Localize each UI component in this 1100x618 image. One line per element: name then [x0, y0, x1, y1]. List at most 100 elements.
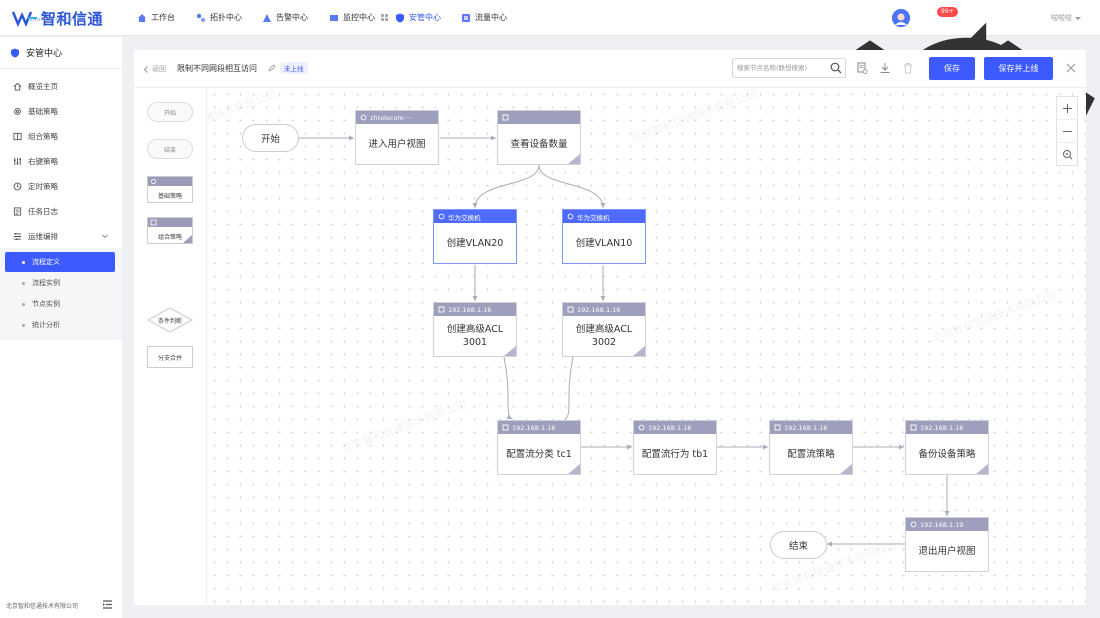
- corner-icon: [568, 464, 580, 474]
- flow-start-node[interactable]: 开始: [242, 124, 299, 152]
- flow-node-check-device-count[interactable]: 查看设备数量: [497, 110, 581, 165]
- flow-node-exit-user-view[interactable]: 192.168.1.19 退出用户视图: [905, 517, 989, 572]
- combo-icon: [502, 114, 509, 121]
- combo-icon: [567, 306, 574, 313]
- zoom-fit-icon: [1062, 150, 1072, 160]
- zoom-out-button[interactable]: [1057, 120, 1077, 143]
- trash-icon[interactable]: [902, 62, 914, 74]
- node-palette: 开始 结束 基础策略 组合策略 条件判断 分支合并: [134, 88, 207, 605]
- palette-end[interactable]: 结束: [147, 139, 193, 159]
- sidebar-item-rightclick-policy[interactable]: 右键策略: [0, 151, 122, 171]
- flow-node-backup-policy[interactable]: 192.168.1.16 备份设备策略: [905, 420, 989, 475]
- sidebar-subitem-flow-definition[interactable]: 流程定义: [5, 252, 115, 272]
- corner-icon: [183, 235, 192, 243]
- flow-end-node[interactable]: 结束: [770, 531, 827, 559]
- user-menu[interactable]: 啦啦啦: [1051, 13, 1081, 23]
- flow-editor: 返回 限制不同网段相互访问 未上线 保存 保存并上线 开始 结束 基础策略 组合…: [134, 50, 1086, 605]
- flow-node-create-acl-3002[interactable]: 192.168.1.16 创建高级ACL 3002: [562, 302, 646, 357]
- monitor-icon: [330, 14, 338, 21]
- gear-icon: [150, 178, 157, 185]
- flow-node-create-vlan10[interactable]: 华为交换机 创建VLAN10: [562, 209, 646, 264]
- gear-icon: [910, 521, 917, 528]
- document-settings-icon[interactable]: [856, 62, 868, 74]
- corner-icon: [976, 464, 988, 474]
- zoom-in-button[interactable]: [1057, 97, 1077, 120]
- corner-icon: [633, 346, 645, 356]
- sidebar-header: 安管中心: [0, 37, 122, 69]
- chevron-down-icon: [1075, 16, 1081, 20]
- save-publish-button[interactable]: 保存并上线: [984, 57, 1053, 80]
- combo-icon: [774, 424, 781, 431]
- gear-icon: [14, 107, 21, 115]
- brand-sub: ZHHTELECOM.COM: [30, 17, 77, 22]
- notification-badge: 99+: [937, 7, 958, 17]
- gear-icon: [638, 424, 645, 431]
- palette-start[interactable]: 开始: [147, 102, 193, 122]
- top-bar: 智和信通 ZHHTELECOM.COM 工作台 拓扑中心 告警中心 监控中心 安…: [0, 0, 1100, 301]
- palette-combo-policy[interactable]: 组合策略: [147, 217, 193, 244]
- sidebar-item-task-log[interactable]: 任务日志: [0, 201, 122, 221]
- combo-icon: [910, 424, 917, 431]
- nav-alarm[interactable]: 告警中心: [262, 12, 308, 23]
- alarm-icon: [263, 13, 271, 22]
- home-icon: [13, 82, 22, 91]
- apps-grid-icon[interactable]: [381, 14, 388, 21]
- watermark: 北京智和信通技术有限公司: [929, 287, 1059, 346]
- download-icon[interactable]: [879, 62, 891, 74]
- corner-icon: [568, 154, 580, 164]
- sidebar-item-combo-policy[interactable]: 组合策略: [0, 126, 122, 146]
- sidebar-item-basic-policy[interactable]: 基础策略: [0, 101, 122, 121]
- palette-merge[interactable]: 分支合并: [147, 346, 193, 368]
- user-avatar-icon: [892, 9, 910, 27]
- search-icon[interactable]: [830, 62, 842, 74]
- close-icon[interactable]: [1066, 63, 1076, 73]
- flow-canvas[interactable]: 北京智和信通技术有限公司 北京智和信通技术有限公司 北京智和信通技术有限公司 北…: [208, 88, 1086, 605]
- watermark: 北京智和信通技术有限公司: [629, 88, 759, 146]
- chevron-up-icon[interactable]: [102, 233, 108, 239]
- topology-icon: [196, 13, 206, 22]
- traffic-icon: [462, 13, 470, 22]
- gear-icon: [438, 213, 445, 220]
- nav-topology[interactable]: 拓扑中心: [196, 12, 242, 23]
- nav-monitor[interactable]: 监控中心: [329, 12, 375, 23]
- corner-icon: [504, 346, 516, 356]
- gear-icon: [567, 213, 574, 220]
- avatar[interactable]: [892, 9, 910, 27]
- sidebar: 安管中心 概览主页 基础策略 组合策略 右键策略 定时策略 任务日志 运维编排 …: [0, 37, 122, 618]
- sidebar-subitem-node-instance[interactable]: 节点实例: [0, 294, 122, 314]
- zoom-fit-button[interactable]: [1057, 143, 1077, 166]
- nav-security[interactable]: 安管中心: [395, 12, 441, 23]
- security-icon: [396, 13, 404, 22]
- sidebar-subitem-statistics[interactable]: 统计分析: [0, 315, 122, 335]
- status-badge: 未上线: [280, 62, 308, 74]
- flow-node-traffic-behavior[interactable]: 192.168.1.16 配置流行为 tb1: [633, 420, 717, 475]
- back-button[interactable]: 返回: [143, 64, 166, 74]
- flow-node-create-vlan20[interactable]: 华为交换机 创建VLAN20: [433, 209, 517, 264]
- nav-workbench[interactable]: 工作台: [137, 12, 175, 23]
- sidebar-item-scheduled-policy[interactable]: 定时策略: [0, 176, 122, 196]
- sidebar-item-overview[interactable]: 概览主页: [0, 76, 122, 96]
- edit-icon[interactable]: [268, 64, 276, 72]
- nav-traffic[interactable]: 流量中心: [461, 12, 507, 23]
- node-search-input[interactable]: [737, 64, 829, 72]
- save-button[interactable]: 保存: [929, 57, 975, 80]
- sidebar-subitem-flow-instance[interactable]: 流程实例: [0, 273, 122, 293]
- flow-node-enter-user-view[interactable]: zhtelecom-··· 进入用户视图: [355, 110, 439, 165]
- sidebar-item-orchestration[interactable]: 运维编排: [0, 226, 122, 246]
- flow-node-create-acl-3001[interactable]: 192.168.1.16 创建高级ACL 3001: [433, 302, 517, 357]
- palette-basic-policy[interactable]: 基础策略: [147, 176, 193, 203]
- username: 啦啦啦: [1051, 14, 1072, 22]
- combo-icon: [438, 306, 445, 313]
- corner-icon: [840, 464, 852, 474]
- brand-name: 智和信通: [41, 9, 104, 28]
- flow-node-traffic-policy[interactable]: 192.168.1.16 配置流策略: [769, 420, 853, 475]
- combo-icon: [502, 424, 509, 431]
- gear-icon: [360, 114, 367, 121]
- flow-node-traffic-classifier[interactable]: 192.168.1.16 配置流分类 tc1: [497, 420, 581, 475]
- brand-logo[interactable]: 智和信通: [12, 7, 103, 29]
- editor-toolbar: 返回 限制不同网段相互访问 未上线 保存 保存并上线: [134, 50, 1086, 88]
- collapse-menu-icon[interactable]: [102, 599, 113, 610]
- plus-icon: [1062, 103, 1072, 113]
- palette-condition[interactable]: [147, 307, 193, 333]
- company-name: 北京智和信通技术有限公司: [6, 603, 79, 610]
